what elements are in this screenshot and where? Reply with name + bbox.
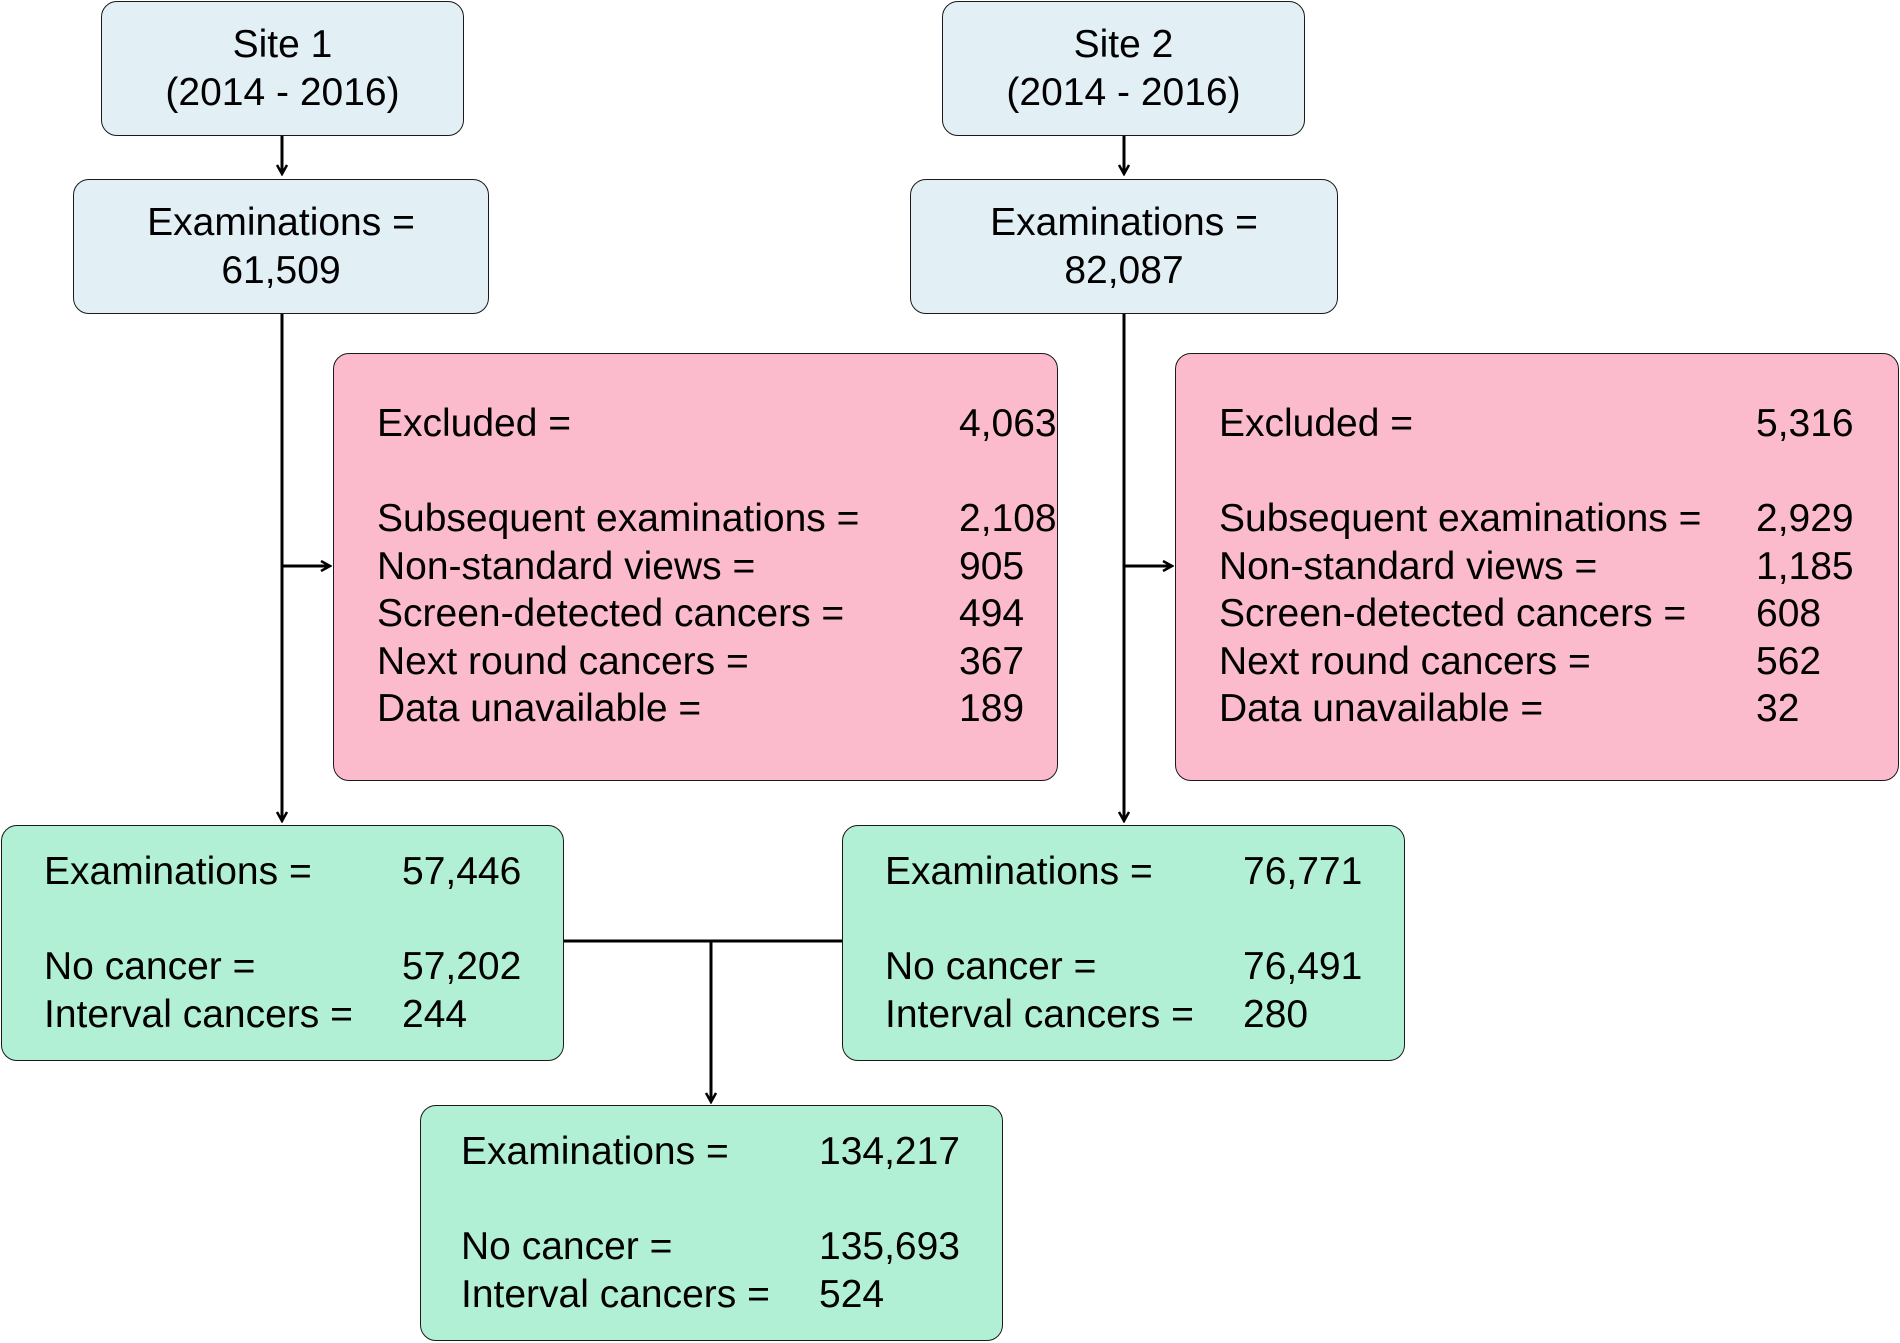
row-value: 367 <box>959 640 1025 683</box>
row-value: 5,316 <box>1756 402 1854 445</box>
row-label: Interval cancers = <box>44 993 353 1036</box>
row-value: 76,771 <box>1243 850 1363 893</box>
row-value: 494 <box>959 592 1025 635</box>
row-value: 4,063 <box>959 402 1057 445</box>
row-label: Next round cancers = <box>1219 640 1591 683</box>
row-value: 32 <box>1756 687 1800 730</box>
row-label: Subsequent examinations = <box>1219 497 1702 540</box>
row-value: 608 <box>1756 592 1822 635</box>
site2-title: Site 2 <box>1073 22 1174 66</box>
site2-exams-value: 82,087 <box>1064 248 1184 292</box>
row-label: Screen-detected cancers = <box>1219 592 1687 635</box>
site1-exams-box: Examinations = 61,509 <box>73 179 489 314</box>
row-value: 562 <box>1756 640 1822 683</box>
site2-exams-box: Examinations = 82,087 <box>910 179 1338 314</box>
row-label: No cancer = <box>44 945 256 988</box>
row-label: Examinations = <box>44 850 312 893</box>
row-value: 280 <box>1243 993 1309 1036</box>
row-label: Non-standard views = <box>1219 545 1598 588</box>
row-label: Data unavailable = <box>377 687 702 730</box>
row-label: Screen-detected cancers = <box>377 592 845 635</box>
row-value: 76,491 <box>1243 945 1363 988</box>
row-label: No cancer = <box>885 945 1097 988</box>
site1-period: (2014 - 2016) <box>165 70 400 114</box>
site1-exams-label: Examinations = <box>147 200 415 244</box>
site1-excluded-box: Excluded = 4,063 Subsequent examinations… <box>333 353 1058 781</box>
row-label: Examinations = <box>885 850 1153 893</box>
row-label: Interval cancers = <box>461 1273 770 1316</box>
row-value: 524 <box>819 1273 885 1316</box>
site2-result-box: Examinations = 76,771 No cancer = 76,491… <box>842 825 1405 1061</box>
site2-excluded-box: Excluded = 5,316 Subsequent examinations… <box>1175 353 1899 781</box>
row-label: Excluded = <box>1219 402 1414 445</box>
row-label: Non-standard views = <box>377 545 756 588</box>
row-label: Data unavailable = <box>1219 687 1544 730</box>
row-label: Next round cancers = <box>377 640 749 683</box>
row-label: Examinations = <box>461 1130 729 1173</box>
row-value: 905 <box>959 545 1025 588</box>
row-value: 135,693 <box>819 1225 960 1268</box>
row-value: 57,202 <box>402 945 522 988</box>
row-label: Interval cancers = <box>885 993 1194 1036</box>
site1-header-box: Site 1 (2014 - 2016) <box>101 1 464 136</box>
site1-title: Site 1 <box>232 22 333 66</box>
row-label: No cancer = <box>461 1225 673 1268</box>
site1-exams-value: 61,509 <box>221 248 341 292</box>
row-label: Subsequent examinations = <box>377 497 860 540</box>
row-value: 2,108 <box>959 497 1057 540</box>
row-value: 134,217 <box>819 1130 960 1173</box>
site2-header-box: Site 2 (2014 - 2016) <box>942 1 1305 136</box>
row-value: 189 <box>959 687 1025 730</box>
row-value: 57,446 <box>402 850 522 893</box>
row-label: Excluded = <box>377 402 572 445</box>
row-value: 1,185 <box>1756 545 1854 588</box>
row-value: 244 <box>402 993 468 1036</box>
site2-period: (2014 - 2016) <box>1006 70 1241 114</box>
site1-result-box: Examinations = 57,446 No cancer = 57,202… <box>1 825 564 1061</box>
row-value: 2,929 <box>1756 497 1854 540</box>
combined-result-box: Examinations = 134,217 No cancer = 135,6… <box>420 1105 1003 1341</box>
site2-exams-label: Examinations = <box>990 200 1258 244</box>
